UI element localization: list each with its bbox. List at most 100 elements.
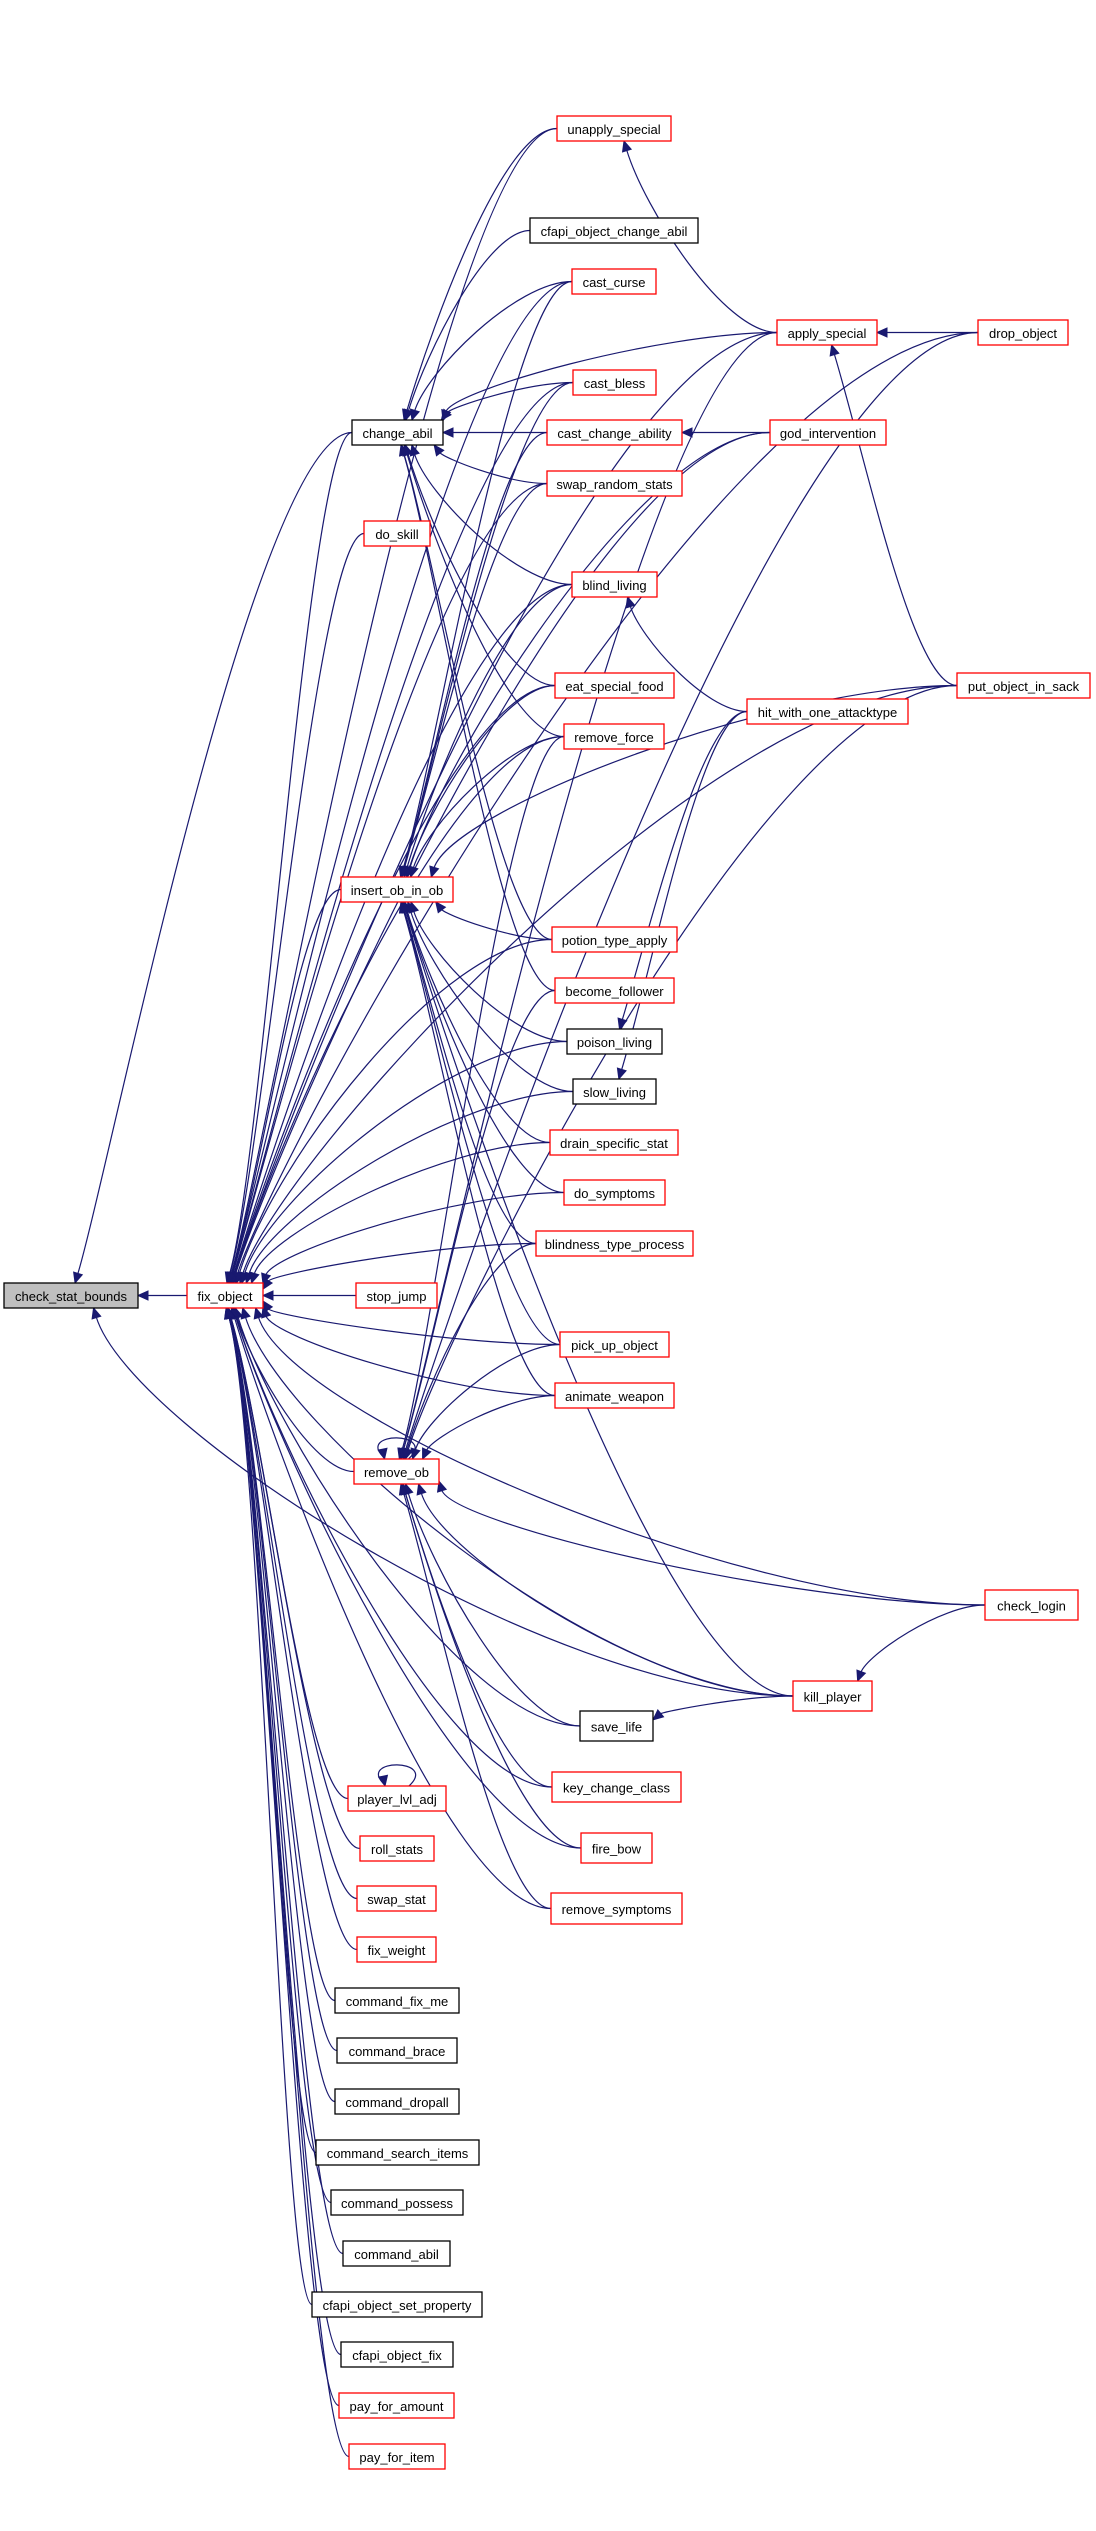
node-unapply-special[interactable]: unapply_special (556, 115, 672, 142)
node-box[interactable] (356, 1936, 437, 1963)
node-swap-random-stats[interactable]: swap_random_stats (546, 470, 683, 497)
node-box[interactable] (351, 419, 444, 446)
node-box[interactable] (769, 419, 887, 446)
node-stop-jump[interactable]: stop_jump (355, 1282, 438, 1309)
node-box[interactable] (556, 115, 672, 142)
node-fix-weight[interactable]: fix_weight (356, 1936, 437, 1963)
node-box[interactable] (571, 571, 658, 598)
node-box[interactable] (776, 319, 878, 346)
node-box[interactable] (546, 419, 683, 446)
node-box[interactable] (546, 470, 683, 497)
node-box[interactable] (348, 2443, 446, 2470)
node-command-search-items[interactable]: command_search_items (315, 2139, 480, 2166)
node-box[interactable] (579, 1710, 654, 1742)
node-box[interactable] (3, 1282, 139, 1309)
node-box[interactable] (363, 520, 431, 547)
node-box[interactable] (315, 2139, 480, 2166)
node-box[interactable] (554, 1382, 675, 1409)
node-change-abil[interactable]: change_abil (351, 419, 444, 446)
node-cast-change-ability[interactable]: cast_change_ability (546, 419, 683, 446)
node-box[interactable] (353, 1458, 440, 1485)
node-animate-weapon[interactable]: animate_weapon (554, 1382, 675, 1409)
node-pay-for-amount[interactable]: pay_for_amount (338, 2392, 455, 2419)
node-command-possess[interactable]: command_possess (330, 2189, 464, 2216)
node-box[interactable] (334, 2088, 460, 2115)
node-box[interactable] (792, 1680, 873, 1712)
node-box[interactable] (550, 1892, 683, 1925)
node-box[interactable] (572, 1078, 657, 1105)
node-blindness-type-process[interactable]: blindness_type_process (535, 1230, 694, 1257)
node-box[interactable] (572, 369, 657, 396)
node-box[interactable] (340, 2341, 454, 2368)
node-command-fix-me[interactable]: command_fix_me (334, 1987, 460, 2014)
node-box[interactable] (554, 672, 675, 699)
node-potion-type-apply[interactable]: potion_type_apply (551, 926, 678, 953)
node-roll-stats[interactable]: roll_stats (359, 1835, 435, 1862)
node-apply-special[interactable]: apply_special (776, 319, 878, 346)
node-insert-ob-in-ob[interactable]: insert_ob_in_ob (340, 876, 454, 903)
node-swap-stat[interactable]: swap_stat (356, 1885, 437, 1912)
node-cast-curse[interactable]: cast_curse (571, 268, 657, 295)
node-fire-bow[interactable]: fire_bow (580, 1832, 653, 1864)
node-cast-bless[interactable]: cast_bless (572, 369, 657, 396)
node-box[interactable] (571, 268, 657, 295)
node-box[interactable] (311, 2291, 483, 2318)
node-check-stat-bounds[interactable]: check_stat_bounds (3, 1282, 139, 1309)
node-key-change-class[interactable]: key_change_class (551, 1771, 682, 1803)
node-pay-for-item[interactable]: pay_for_item (348, 2443, 446, 2470)
node-command-brace[interactable]: command_brace (336, 2037, 458, 2064)
node-box[interactable] (355, 1282, 438, 1309)
node-become-follower[interactable]: become_follower (554, 977, 675, 1004)
node-box[interactable] (338, 2392, 455, 2419)
node-box[interactable] (551, 1771, 682, 1803)
node-kill-player[interactable]: kill_player (792, 1680, 873, 1712)
node-fix-object[interactable]: fix_object (186, 1282, 264, 1309)
node-box[interactable] (559, 1331, 670, 1358)
node-slow-living[interactable]: slow_living (572, 1078, 657, 1105)
node-pick-up-object[interactable]: pick_up_object (559, 1331, 670, 1358)
node-box[interactable] (566, 1028, 663, 1055)
node-box[interactable] (580, 1832, 653, 1864)
node-poison-living[interactable]: poison_living (566, 1028, 663, 1055)
node-do-skill[interactable]: do_skill (363, 520, 431, 547)
node-box[interactable] (186, 1282, 264, 1309)
node-do-symptoms[interactable]: do_symptoms (563, 1179, 666, 1206)
node-command-abil[interactable]: command_abil (342, 2240, 451, 2267)
node-check-login[interactable]: check_login (984, 1589, 1079, 1621)
node-box[interactable] (336, 2037, 458, 2064)
node-save-life[interactable]: save_life (579, 1710, 654, 1742)
node-god-intervention[interactable]: god_intervention (769, 419, 887, 446)
node-box[interactable] (746, 698, 909, 725)
node-box[interactable] (334, 1987, 460, 2014)
node-box[interactable] (563, 723, 665, 750)
node-put-object-in-sack[interactable]: put_object_in_sack (956, 672, 1091, 699)
node-remove-ob[interactable]: remove_ob (353, 1458, 440, 1485)
node-remove-symptoms[interactable]: remove_symptoms (550, 1892, 683, 1925)
node-box[interactable] (342, 2240, 451, 2267)
node-command-dropall[interactable]: command_dropall (334, 2088, 460, 2115)
node-box[interactable] (529, 217, 699, 244)
node-box[interactable] (359, 1835, 435, 1862)
node-cfapi-object-fix[interactable]: cfapi_object_fix (340, 2341, 454, 2368)
node-drop-object[interactable]: drop_object (977, 319, 1069, 346)
node-drain-specific-stat[interactable]: drain_specific_stat (549, 1129, 679, 1156)
node-cfapi-object-set-property[interactable]: cfapi_object_set_property (311, 2291, 483, 2318)
node-eat-special-food[interactable]: eat_special_food (554, 672, 675, 699)
node-box[interactable] (984, 1589, 1079, 1621)
node-box[interactable] (356, 1885, 437, 1912)
node-box[interactable] (977, 319, 1069, 346)
node-box[interactable] (956, 672, 1091, 699)
node-box[interactable] (549, 1129, 679, 1156)
node-player-lvl-adj[interactable]: player_lvl_adj (347, 1785, 447, 1812)
node-box[interactable] (330, 2189, 464, 2216)
node-box[interactable] (551, 926, 678, 953)
node-box[interactable] (563, 1179, 666, 1206)
node-box[interactable] (340, 876, 454, 903)
node-blind-living[interactable]: blind_living (571, 571, 658, 598)
node-hit-with-one-attacktype[interactable]: hit_with_one_attacktype (746, 698, 909, 725)
node-cfapi-object-change-abil[interactable]: cfapi_object_change_abil (529, 217, 699, 244)
node-box[interactable] (554, 977, 675, 1004)
node-box[interactable] (347, 1785, 447, 1812)
node-box[interactable] (535, 1230, 694, 1257)
node-remove-force[interactable]: remove_force (563, 723, 665, 750)
